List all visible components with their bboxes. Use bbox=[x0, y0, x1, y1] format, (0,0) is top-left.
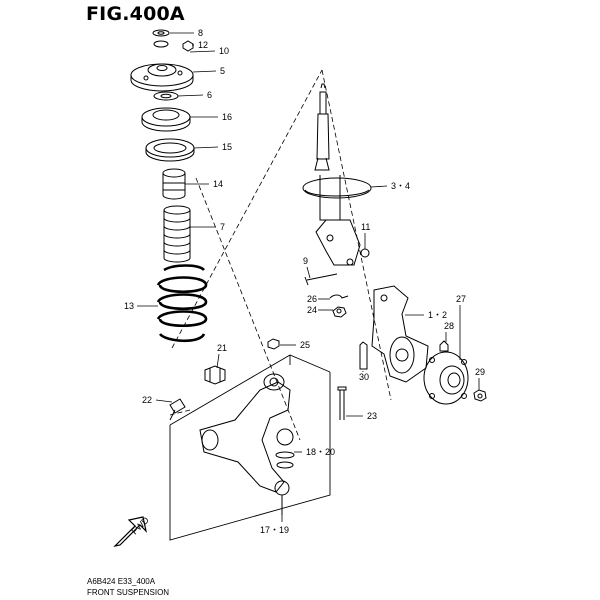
part-27-hub-bearing bbox=[423, 351, 469, 405]
part-9-bolt bbox=[304, 273, 338, 286]
lower-arm-box bbox=[169, 354, 331, 541]
callout-number: 21 bbox=[217, 343, 227, 353]
part-5-strut-mount bbox=[130, 63, 194, 92]
part-13-coil-spring bbox=[156, 264, 208, 343]
leader-line bbox=[177, 94, 204, 97]
leader-line bbox=[216, 353, 220, 369]
callout-number: 6 bbox=[207, 90, 212, 100]
callout-number: 14 bbox=[213, 179, 223, 189]
part-18-20-ball-joint bbox=[275, 428, 295, 469]
fwd-arrow-icon: FWD bbox=[113, 514, 151, 547]
part-16-bearing bbox=[141, 107, 191, 132]
part-22-bolt bbox=[169, 398, 186, 421]
callout-number: 29 bbox=[475, 367, 485, 377]
leader-line bbox=[193, 146, 219, 149]
leader-line bbox=[370, 185, 388, 188]
part-11-bolt bbox=[360, 248, 370, 258]
part-8-nut bbox=[152, 29, 170, 48]
callout-number: 25 bbox=[300, 340, 310, 350]
part-15-spring-seat bbox=[145, 138, 195, 162]
callout-number: 11 bbox=[361, 222, 370, 232]
callout-number: 16 bbox=[222, 112, 232, 122]
callout-number: 3・4 bbox=[391, 181, 410, 191]
callout-number: 27 bbox=[456, 294, 466, 304]
callout-number: 17・19 bbox=[260, 525, 289, 535]
part-21-bushing bbox=[204, 365, 226, 385]
callout-number: 24 bbox=[307, 305, 317, 315]
part-24-nut bbox=[332, 306, 347, 318]
part-12-nut bbox=[182, 40, 194, 52]
part-25-nut bbox=[267, 338, 280, 350]
reference-lines bbox=[169, 69, 392, 441]
part-17-19-ball-stud bbox=[274, 480, 290, 515]
part-14-bump-stopper bbox=[162, 168, 186, 200]
part-6-washer bbox=[153, 91, 179, 101]
leader-line bbox=[192, 70, 217, 73]
callout-number: 23 bbox=[367, 411, 377, 421]
callout-number: 26 bbox=[307, 294, 317, 304]
figure-title: FIG.400A bbox=[86, 3, 185, 25]
footer-title: FRONT SUSPENSION bbox=[87, 588, 170, 597]
callout-number: 9 bbox=[303, 256, 308, 266]
callout-number: 7 bbox=[220, 222, 225, 232]
lower-control-arm bbox=[199, 373, 291, 493]
part-1-2-knuckle bbox=[371, 285, 429, 383]
footer-code: A6B424 E33_400A bbox=[87, 577, 156, 586]
callout-number: 12 bbox=[198, 40, 208, 50]
part-26-clip bbox=[329, 294, 349, 299]
fwd-label: FWD bbox=[129, 514, 151, 536]
leader-line bbox=[189, 50, 216, 53]
leader-line bbox=[306, 266, 311, 279]
callout-number: 18・20 bbox=[306, 447, 335, 457]
callout-number: 5 bbox=[220, 66, 225, 76]
part-30-bolt bbox=[359, 341, 368, 370]
part-7-dust-boot bbox=[163, 205, 191, 263]
part-23-bolt bbox=[337, 386, 347, 420]
callout-number: 13 bbox=[124, 301, 134, 311]
leader-lines bbox=[137, 32, 480, 522]
part-3-4-strut bbox=[302, 83, 372, 266]
callout-number: 8 bbox=[198, 28, 203, 38]
callout-number: 15 bbox=[222, 142, 232, 152]
callout-number: 30 bbox=[359, 372, 369, 382]
callout-number: 28 bbox=[444, 321, 454, 331]
callout-number: 10 bbox=[219, 46, 229, 56]
part-28-bolt bbox=[439, 340, 449, 352]
leader-line bbox=[155, 399, 173, 403]
callout-number: 1・2 bbox=[428, 310, 447, 320]
callout-number: 22 bbox=[142, 395, 152, 405]
part-29-hub-nut bbox=[473, 389, 487, 402]
